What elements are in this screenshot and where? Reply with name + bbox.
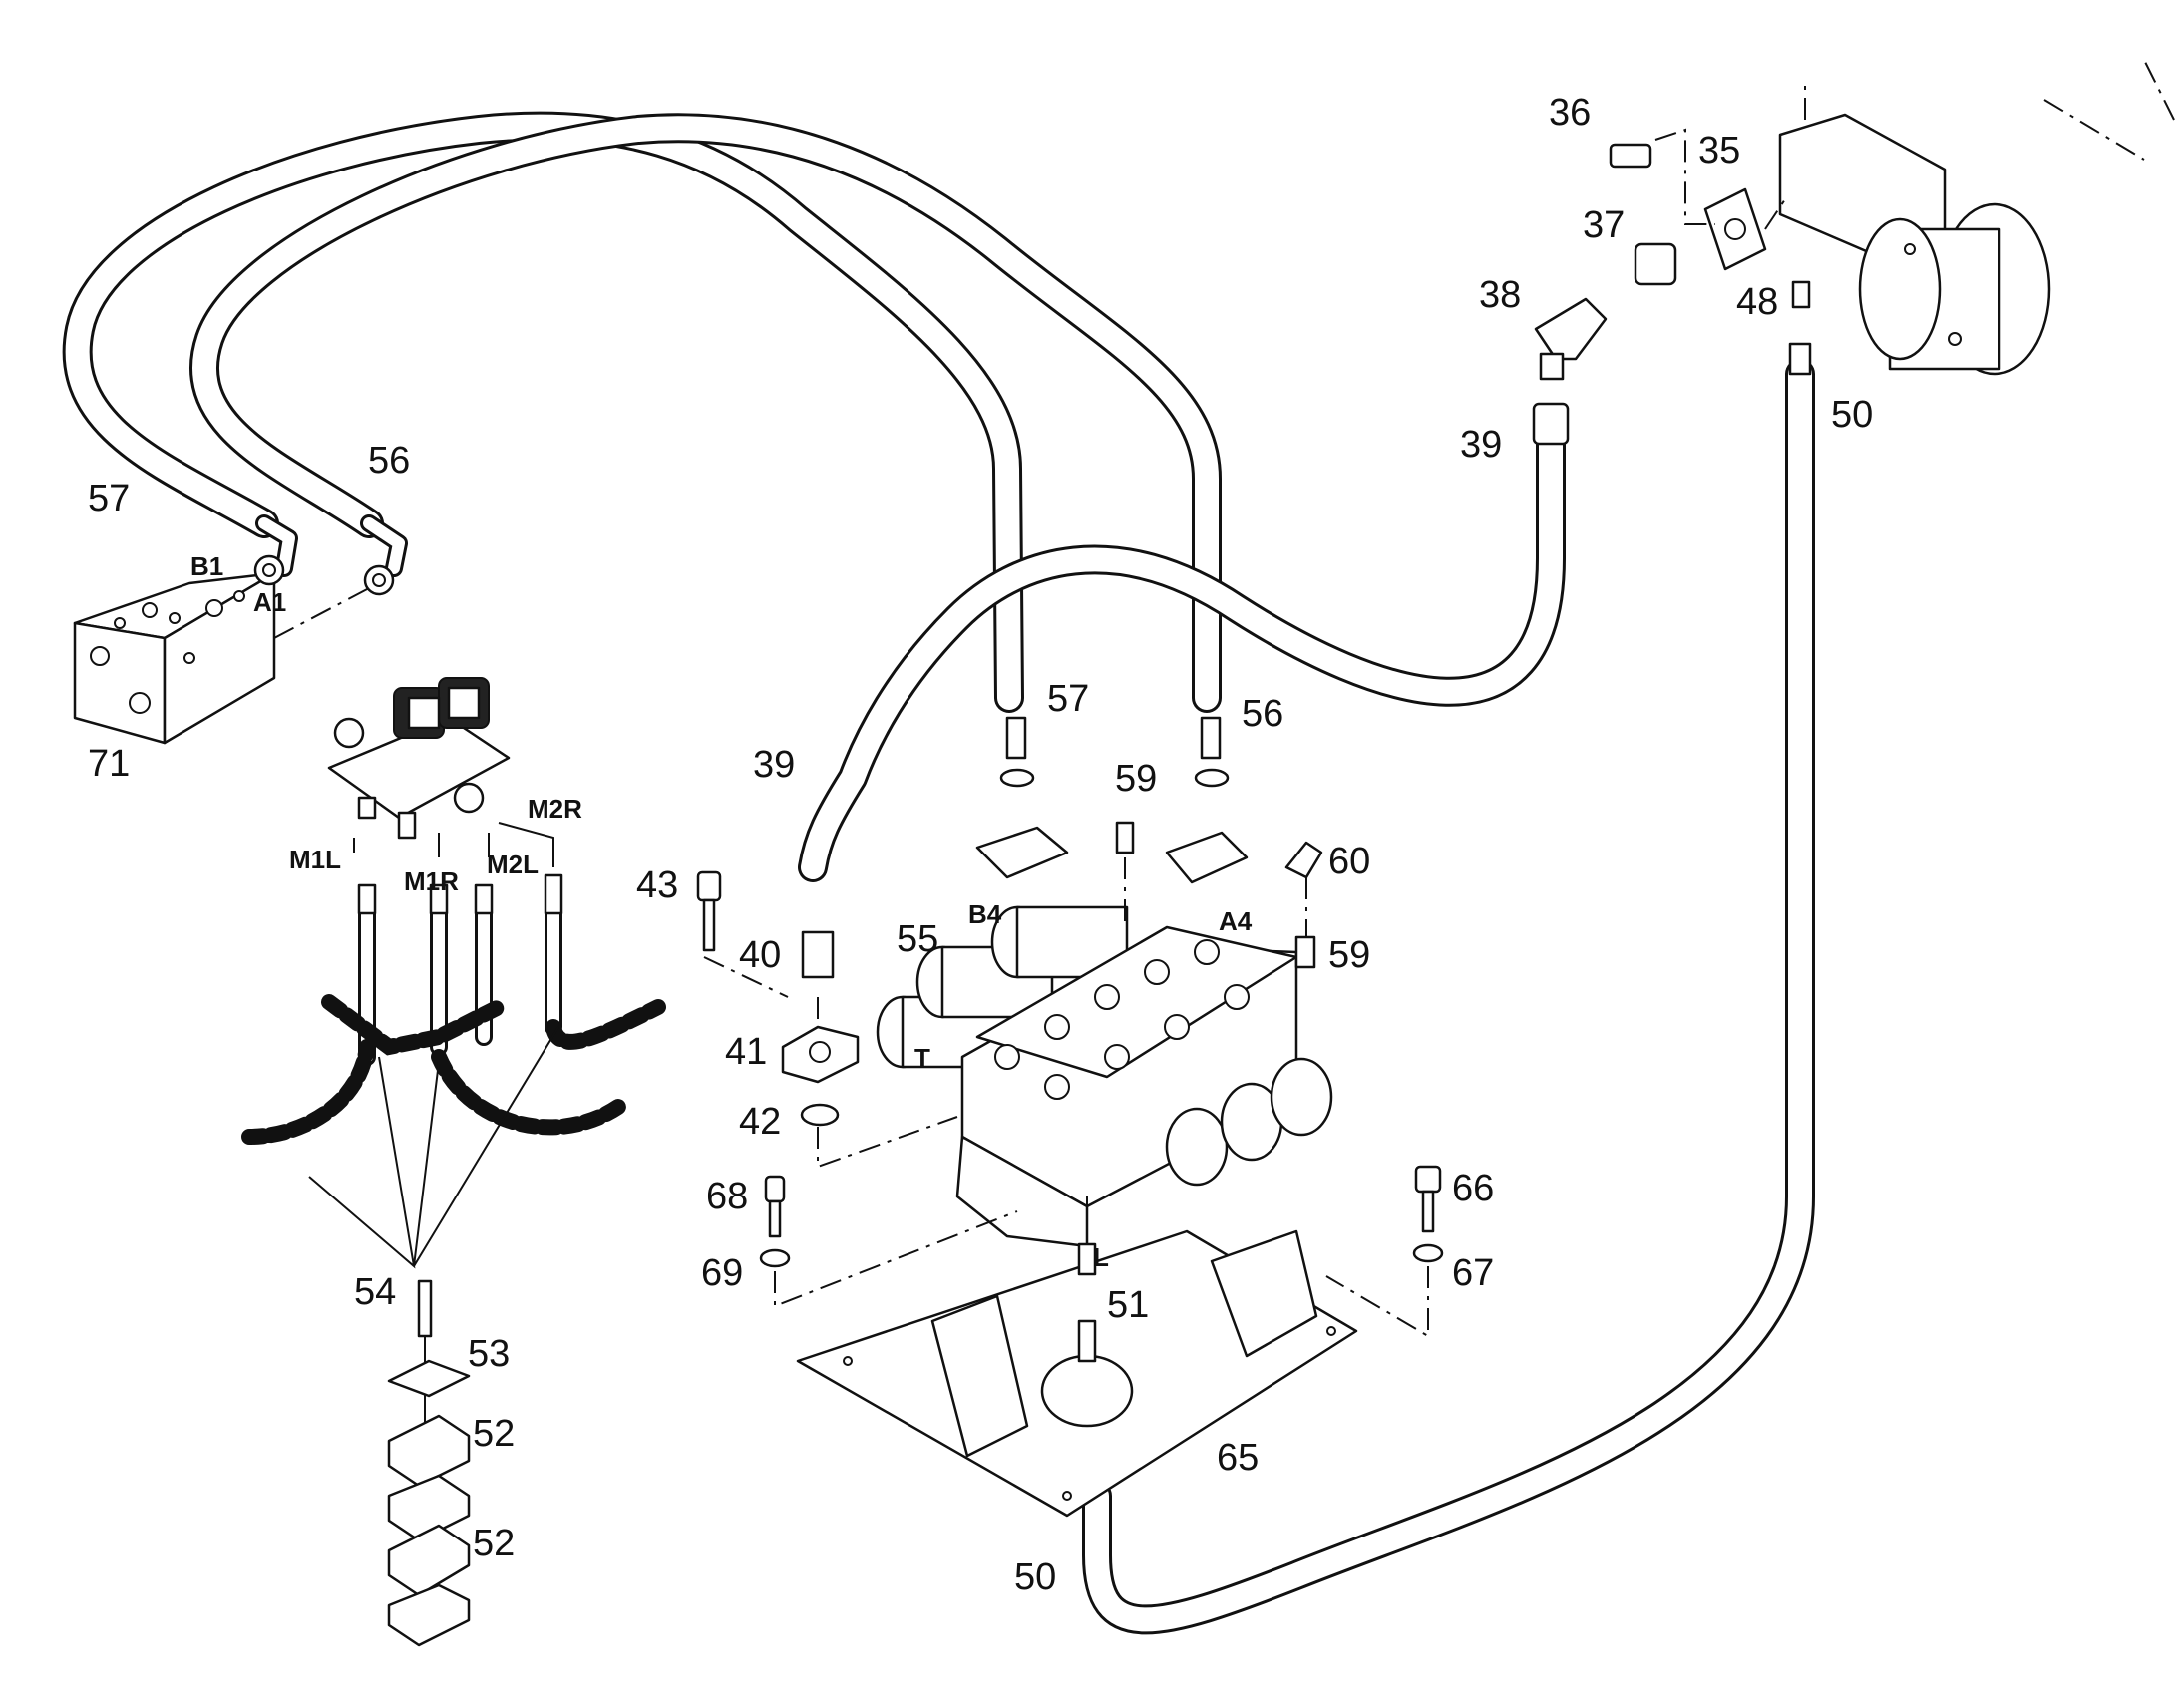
hydraulic-motor	[1778, 59, 2175, 376]
elbow-fittings-b1-a1	[253, 514, 408, 639]
label-50-bottom: 50	[1014, 1556, 1056, 1598]
hoses-m-ports	[241, 873, 666, 1269]
clamp-stack	[387, 1279, 471, 1647]
fittings-35-38	[1532, 128, 1812, 446]
port-label-m1l: M1L	[289, 845, 341, 874]
hose-39	[798, 424, 1566, 882]
label-38: 38	[1479, 274, 1521, 316]
hose-56	[188, 113, 1222, 713]
base-plate-65	[796, 1229, 1358, 1518]
manifold-block-71	[73, 571, 276, 745]
part-number-labels: 36 35 37 38 48 50 39 56 57 71 57 56 39 5…	[88, 92, 1873, 1598]
label-69: 69	[701, 1252, 743, 1294]
port-label-m2l: M2L	[487, 850, 539, 879]
label-59-lower: 59	[1328, 934, 1370, 976]
label-60: 60	[1328, 841, 1370, 882]
label-53: 53	[468, 1333, 510, 1375]
hose-57	[62, 111, 1024, 713]
port-label-l: L	[1093, 1242, 1109, 1272]
label-41: 41	[725, 1031, 767, 1073]
label-54: 54	[354, 1271, 396, 1313]
label-40: 40	[739, 934, 781, 976]
bolts-66-69	[759, 1165, 1444, 1363]
label-71: 71	[88, 743, 130, 785]
label-65: 65	[1217, 1437, 1259, 1479]
control-valve-55	[876, 905, 1333, 1248]
port-label-b1: B1	[190, 551, 223, 581]
label-67: 67	[1452, 1252, 1494, 1294]
fittings-40-43	[696, 870, 958, 1169]
label-57-top: 57	[88, 478, 130, 519]
label-66: 66	[1452, 1168, 1494, 1209]
label-57-valve: 57	[1047, 678, 1089, 720]
label-56-top: 56	[368, 440, 410, 482]
port-label-a4: A4	[1219, 906, 1253, 936]
label-36: 36	[1549, 92, 1591, 134]
label-50-top: 50	[1831, 394, 1873, 436]
port-label-m1r: M1R	[404, 866, 459, 896]
label-39-valve: 39	[753, 744, 795, 786]
label-43: 43	[636, 864, 678, 906]
label-35: 35	[1698, 130, 1740, 171]
split-flanges-b4-a4	[975, 716, 1249, 884]
port-label-b4: B4	[968, 899, 1002, 929]
brake-valve-assembly	[327, 677, 554, 867]
label-42: 42	[739, 1101, 781, 1143]
hose-50	[1082, 359, 1815, 1635]
port-labels: B1 A1 M2R M1L M1R M2L B4 A4 T L	[190, 551, 1253, 1272]
label-52-upper: 52	[473, 1413, 515, 1455]
port-label-m2r: M2R	[528, 794, 582, 824]
label-51: 51	[1107, 1284, 1149, 1326]
label-37: 37	[1583, 204, 1625, 246]
label-68: 68	[706, 1176, 748, 1217]
label-48: 48	[1736, 281, 1778, 323]
label-59-upper: 59	[1115, 758, 1157, 800]
label-55: 55	[897, 918, 938, 960]
label-56-valve: 56	[1242, 693, 1283, 735]
port-label-a1: A1	[253, 587, 286, 617]
fittings-59-60	[1115, 821, 1323, 969]
port-label-t: T	[914, 1043, 930, 1073]
label-52-lower: 52	[473, 1523, 515, 1564]
label-39-top: 39	[1460, 424, 1502, 466]
